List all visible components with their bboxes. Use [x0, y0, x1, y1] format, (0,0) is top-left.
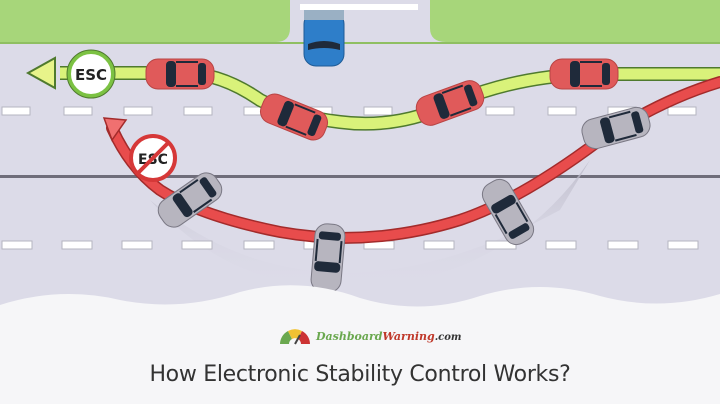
svg-text:ESC: ESC: [75, 66, 107, 84]
blue-car: [303, 10, 345, 67]
dashboardwarning-logo: DashboardWarning.com: [278, 327, 462, 345]
gauge-icon: [280, 329, 310, 345]
red-car: [549, 58, 619, 90]
grass-right: [430, 0, 720, 42]
road: [0, 0, 720, 320]
grass-left: [0, 0, 290, 42]
no-esc-arrow-head: [102, 117, 128, 142]
esc-on-badge: ESC: [66, 49, 116, 99]
logo-text-domain: .com: [434, 331, 462, 343]
grey-car: [309, 221, 347, 295]
esc-path: [60, 67, 720, 130]
page-title: How Electronic Stability Control Works?: [149, 362, 571, 387]
logo-text-warning: Warning: [382, 329, 435, 343]
bottom-wave: [0, 285, 720, 404]
logo-text-dashboard: Dashboard: [316, 329, 383, 343]
esc-off-badge: ESC: [129, 134, 177, 182]
esc-arrow-head: [25, 56, 56, 90]
red-car: [145, 58, 215, 90]
center-line: [0, 175, 720, 178]
